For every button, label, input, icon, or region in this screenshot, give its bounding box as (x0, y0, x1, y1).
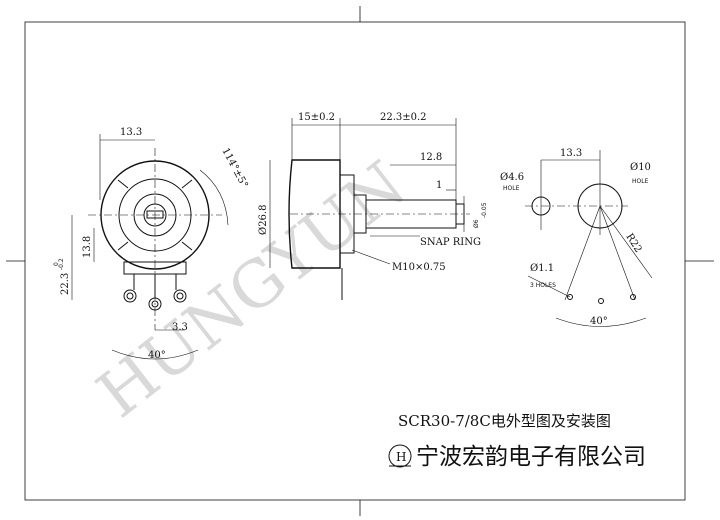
front-height-dim-a: 13.8 (82, 236, 93, 258)
mount-radius: R22 (623, 232, 643, 255)
mount-small-hole-label: HOLE (503, 185, 520, 192)
side-snap-ring: SNAP RING (420, 237, 481, 248)
front-pin-angle: 40° (148, 350, 166, 361)
side-diameter: Ø26.8 (258, 205, 269, 235)
company-logo-icon: H (388, 444, 412, 468)
drawing-title: SCR30-7/8C电外型图及安装图 (398, 412, 611, 430)
side-flat-step: 1 (436, 180, 442, 191)
front-angle-dim: 114°±5° (219, 146, 249, 190)
front-height-tol-lower: -0.2 (58, 258, 65, 270)
side-shaft-diameter: Ø6 (473, 219, 480, 228)
mount-pin-angle: 40° (590, 316, 608, 327)
logo-letter: H (396, 450, 406, 464)
mount-pin-hole: Ø1.1 (530, 263, 554, 274)
mount-pitch: 13.3 (560, 148, 582, 159)
side-flat-len: 12.8 (420, 152, 442, 163)
side-body-len: 15±0.2 (298, 112, 335, 123)
side-view (269, 118, 470, 300)
sheet-border (6, 6, 714, 516)
mount-view (525, 150, 653, 327)
front-height-tol-upper: 0 (53, 262, 60, 266)
front-pin-pitch: 3.3 (172, 322, 188, 333)
front-view (71, 134, 229, 360)
side-thread: M10×0.75 (392, 262, 446, 273)
mount-pin-hole-label: 3 HOLES (530, 282, 556, 289)
front-height-dim-b: 22.3 (60, 273, 71, 295)
company-name: 宁波宏韵电子有限公司 (416, 444, 646, 470)
side-shaft-tol: -0.05 (481, 202, 488, 218)
front-width-dim: 13.3 (120, 127, 142, 138)
side-shaft-len: 22.3±0.2 (380, 112, 427, 123)
watermark: HUNGYUN (84, 148, 419, 433)
mount-small-hole: Ø4.6 (500, 172, 524, 183)
mount-big-hole-label: HOLE (632, 178, 649, 185)
mount-big-hole: Ø10 (630, 162, 651, 173)
